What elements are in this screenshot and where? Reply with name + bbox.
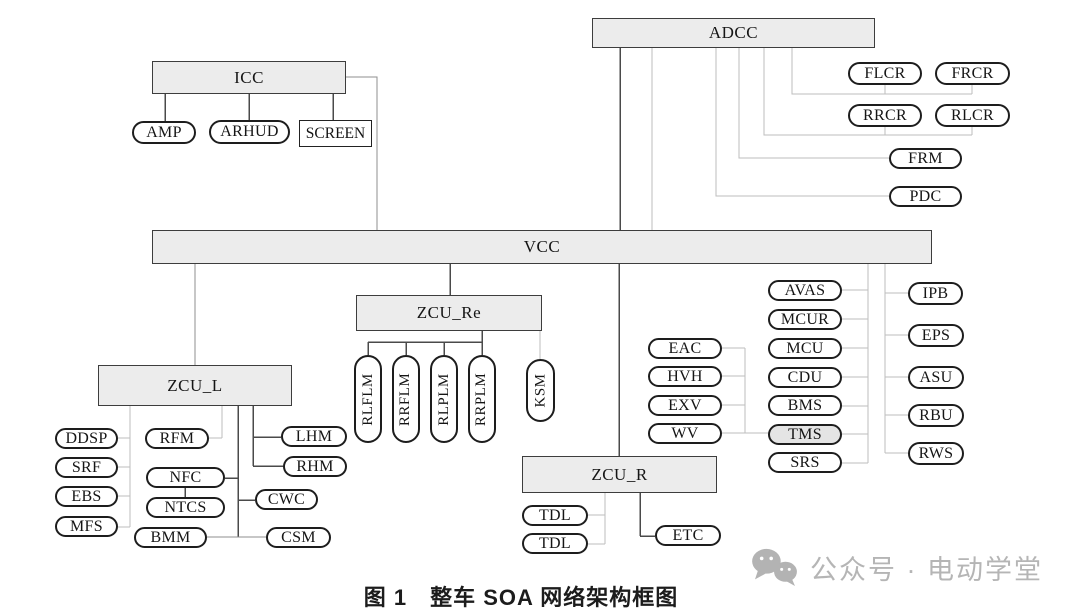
node-rrcr: RRCR	[848, 104, 922, 127]
node-hvh: HVH	[648, 366, 722, 387]
node-ntcs: NTCS	[146, 497, 225, 518]
node-tms: TMS	[768, 424, 842, 445]
node-rfm: RFM	[145, 428, 209, 449]
node-tdl-1: TDL	[522, 505, 588, 526]
node-ddsp: DDSP	[55, 428, 118, 449]
node-avas: AVAS	[768, 280, 842, 301]
node-adcc: ADCC	[592, 18, 875, 48]
node-rlflm-label: RLFLM	[359, 372, 376, 426]
node-rbu: RBU	[908, 404, 964, 427]
node-mcu: MCU	[768, 338, 842, 359]
node-zcu-r: ZCU_R	[522, 456, 717, 493]
node-frm: FRM	[889, 148, 962, 169]
node-arhud: ARHUD	[209, 120, 290, 144]
node-rhm: RHM	[283, 456, 347, 477]
node-cwc: CWC	[255, 489, 318, 510]
node-eps: EPS	[908, 324, 964, 347]
node-eac: EAC	[648, 338, 722, 359]
node-vcc: VCC	[152, 230, 932, 264]
node-rrflm-label: RRFLM	[397, 372, 414, 426]
node-screen: SCREEN	[299, 120, 372, 147]
node-csm: CSM	[266, 527, 331, 548]
node-rws: RWS	[908, 442, 964, 465]
node-ipb: IPB	[908, 282, 963, 305]
node-ksm: KSM	[526, 359, 555, 422]
figure-caption: 图 1 整车 SOA 网络架构框图	[363, 585, 679, 610]
node-pdc: PDC	[889, 186, 962, 207]
node-zcu-l: ZCU_L	[98, 365, 292, 406]
node-rlplm-label: RLPLM	[435, 372, 452, 426]
node-asu: ASU	[908, 366, 964, 389]
node-tdl-2: TDL	[522, 533, 588, 554]
node-rrplm-label: RRPLM	[473, 372, 490, 426]
node-etc: ETC	[655, 525, 721, 546]
node-rlcr: RLCR	[935, 104, 1010, 127]
node-mfs: MFS	[55, 516, 118, 537]
node-srs: SRS	[768, 452, 842, 473]
node-ebs: EBS	[55, 486, 118, 507]
node-rrplm: RRPLM	[468, 355, 496, 443]
node-bmm: BMM	[134, 527, 207, 548]
node-rlplm: RLPLM	[430, 355, 458, 443]
node-mcur: MCUR	[768, 309, 842, 330]
node-flcr: FLCR	[848, 62, 922, 85]
node-rlflm: RLFLM	[354, 355, 382, 443]
node-exv: EXV	[648, 395, 722, 416]
node-cdu: CDU	[768, 367, 842, 388]
node-lhm: LHM	[281, 426, 347, 447]
node-rrflm: RRFLM	[392, 355, 420, 443]
node-wv: WV	[648, 423, 722, 444]
node-zcu-re: ZCU_Re	[356, 295, 542, 331]
node-bms: BMS	[768, 395, 842, 416]
node-icc: ICC	[152, 61, 346, 94]
node-srf: SRF	[55, 457, 118, 478]
node-frcr: FRCR	[935, 62, 1010, 85]
watermark-text: 公众号 · 电动学堂	[810, 554, 1043, 585]
node-ksm-label: KSM	[532, 373, 549, 408]
node-nfc: NFC	[146, 467, 225, 488]
wechat-icon	[752, 548, 797, 587]
watermark: 公众号 · 电动学堂	[750, 547, 1043, 587]
node-amp: AMP	[132, 121, 196, 144]
